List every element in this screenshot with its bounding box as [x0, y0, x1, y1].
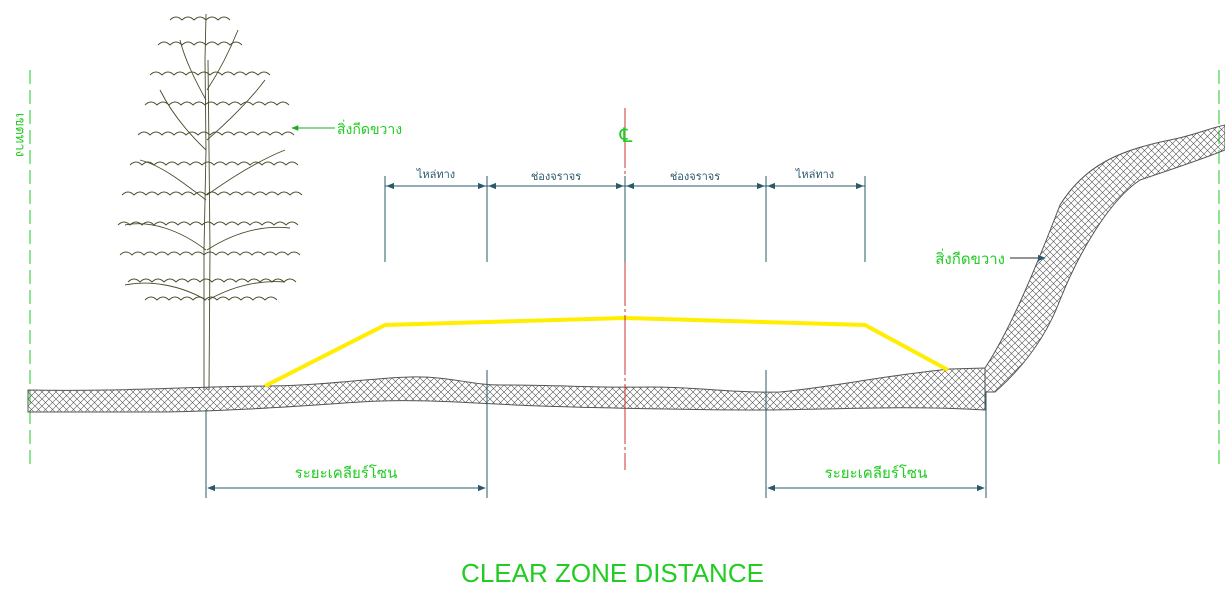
- clear-zone-right-label: ระยะเคลียร์โซน: [825, 464, 928, 482]
- shoulder-left-label: ไหล่ทาง: [416, 168, 455, 181]
- tree-obstacle-label: สิ่งกีดขวาง: [337, 120, 402, 138]
- tree-icon: [117, 13, 303, 391]
- clear-zone-left-label: ระยะเคลียร์โซน: [295, 464, 398, 482]
- shoulder-right-label: ไหล่ทาง: [795, 168, 834, 181]
- centerline-symbol: ℄: [619, 123, 633, 147]
- lane-right-label: ช่องจราจร: [670, 170, 720, 183]
- row-label: เขตทาง: [12, 113, 27, 157]
- diagram-title: CLEAR ZONE DISTANCE: [461, 558, 764, 588]
- lane-left-label: ช่องจราจร: [531, 170, 581, 183]
- road-embankment: [264, 316, 949, 388]
- slope-obstacle-label: สิ่งกีดขวาง: [935, 248, 1005, 268]
- ground-profile: [27, 367, 986, 413]
